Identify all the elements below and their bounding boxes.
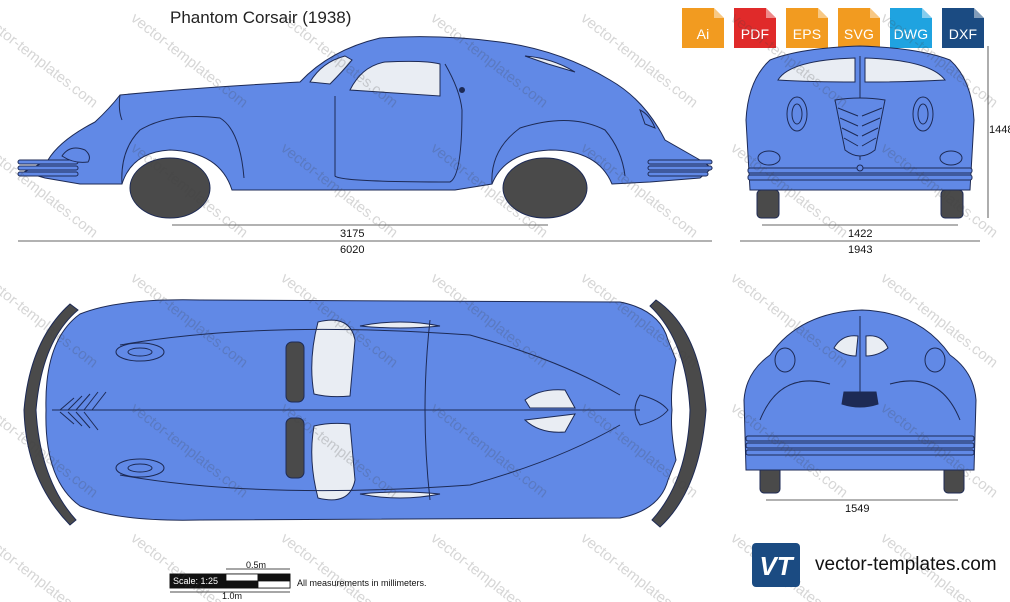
page-title: Phantom Corsair (1938) — [170, 8, 352, 27]
brand-name[interactable]: vector-templates.com — [815, 554, 997, 575]
side-dimension-lines — [18, 224, 712, 242]
dim-rear-track: 1549 — [845, 503, 870, 515]
watermark-text: vector-templates.com — [0, 530, 101, 602]
front-windshield-left — [777, 57, 856, 83]
scale-half-meter: 0.5m — [246, 560, 267, 570]
format-button-eps[interactable]: EPS — [782, 6, 832, 50]
side-view — [17, 36, 713, 219]
rear-tire-side — [502, 157, 588, 219]
watermark-text: vector-templates.com — [428, 530, 551, 602]
side-rear-bumper — [647, 159, 713, 177]
measurement-note: All measurements in millimeters. — [297, 578, 427, 588]
watermark-text: vector-templates.com — [578, 530, 701, 602]
side-body — [22, 36, 713, 191]
dim-length: 6020 — [340, 244, 365, 256]
format-label: SVG — [843, 26, 875, 42]
top-view — [23, 299, 707, 528]
rear-view — [743, 309, 977, 494]
format-label: DWG — [893, 26, 929, 42]
vt-logo-badge-text: VT — [759, 551, 794, 581]
format-label: PDF — [740, 26, 770, 42]
rear-bumper — [745, 435, 975, 456]
top-rear-bumper — [649, 299, 707, 528]
side-door-window — [349, 60, 441, 97]
top-grille-slits — [59, 391, 107, 431]
rear-window-right — [865, 335, 889, 357]
vt-logo-icon[interactable]: VT — [752, 543, 800, 587]
side-headlight — [61, 147, 90, 163]
dim-width: 1943 — [848, 244, 873, 256]
front-view — [745, 45, 975, 219]
format-label: Ai — [696, 26, 710, 42]
top-rear-window-right — [523, 413, 576, 433]
rear-window-left — [833, 335, 859, 357]
dim-height: 1448 — [989, 124, 1010, 136]
top-front-bumper — [23, 303, 79, 526]
side-rear-window — [524, 55, 576, 73]
front-windshield-right — [864, 57, 946, 83]
top-windshield-left — [311, 319, 356, 398]
top-windshield-right — [311, 422, 356, 501]
format-label: DXF — [948, 26, 978, 42]
format-button-pdf[interactable]: PDF — [730, 6, 780, 50]
watermark-text: vector-templates.com — [0, 10, 101, 112]
format-button-dwg[interactable]: DWG — [886, 6, 936, 50]
side-front-window — [309, 55, 353, 85]
format-button-svg[interactable]: SVG — [834, 6, 884, 50]
scale-bar — [169, 568, 291, 593]
front-dimension-lines — [740, 46, 989, 242]
scale-one-meter: 1.0m — [222, 591, 243, 601]
dim-front-track: 1422 — [848, 228, 873, 240]
format-button-ai[interactable]: Ai — [678, 6, 728, 50]
dim-wheelbase: 3175 — [340, 228, 365, 240]
front-grille — [834, 97, 886, 157]
top-side-window-left — [359, 321, 441, 329]
scale-ratio: Scale: 1:25 — [173, 576, 219, 586]
format-button-dxf[interactable]: DXF — [938, 6, 988, 50]
side-door-line — [334, 63, 463, 183]
format-label: EPS — [792, 26, 822, 42]
top-side-window-right — [359, 491, 441, 499]
watermark-text: vector-templates.com — [278, 530, 401, 602]
front-tire-side — [129, 157, 211, 219]
rear-grille — [841, 391, 879, 408]
top-rear-window-left — [524, 389, 576, 409]
